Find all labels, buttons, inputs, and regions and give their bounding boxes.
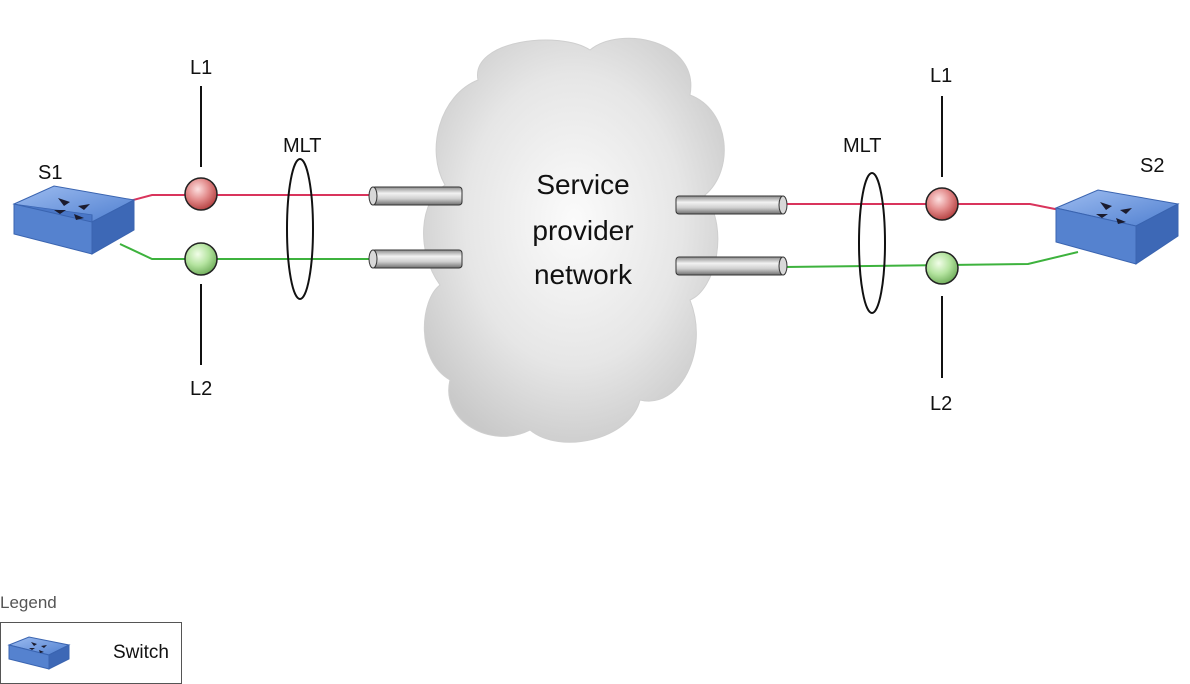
left-l1-label: L1 <box>190 57 212 79</box>
mlt-ellipse <box>286 158 314 300</box>
tunnel-pipe-icon <box>675 256 788 276</box>
left-l2-label: L2 <box>190 378 212 400</box>
left-mlt-label: MLT <box>283 135 322 157</box>
switch-icon <box>7 636 71 670</box>
right-site: MLT L1 L2 S2 <box>675 65 1180 415</box>
left-link2-line <box>119 243 372 260</box>
cloud-label-line3: network <box>534 259 633 290</box>
right-link2-line <box>783 251 1079 268</box>
tunnel-pipe-icon <box>675 195 788 215</box>
switch-icon[interactable] <box>1054 189 1180 265</box>
right-mlt-label: MLT <box>843 135 882 157</box>
right-l1-label: L1 <box>930 65 952 87</box>
port-node-icon <box>925 251 959 285</box>
left-link1-line <box>117 194 372 205</box>
switch-icon[interactable] <box>12 185 136 255</box>
port-node-icon <box>925 187 959 221</box>
mlt-ellipse <box>858 172 886 314</box>
legend-item-switch-label: Switch <box>113 642 169 663</box>
cloud-icon: Service provider network <box>423 37 725 443</box>
legend-title: Legend <box>0 593 57 612</box>
left-switch-label: S1 <box>38 162 62 184</box>
right-switch-label: S2 <box>1140 155 1164 177</box>
tunnel-pipe-icon <box>368 249 463 269</box>
cloud-label-line2: provider <box>532 215 633 246</box>
tunnel-pipe-icon <box>368 186 463 206</box>
left-site: S1 L1 L2 MLT <box>12 57 463 400</box>
port-node-icon <box>184 242 218 276</box>
legend-box: Switch <box>0 622 182 684</box>
port-node-icon <box>184 177 218 211</box>
cloud-label-line1: Service <box>536 169 629 200</box>
right-l2-label: L2 <box>930 393 952 415</box>
right-link1-line <box>784 203 1061 211</box>
